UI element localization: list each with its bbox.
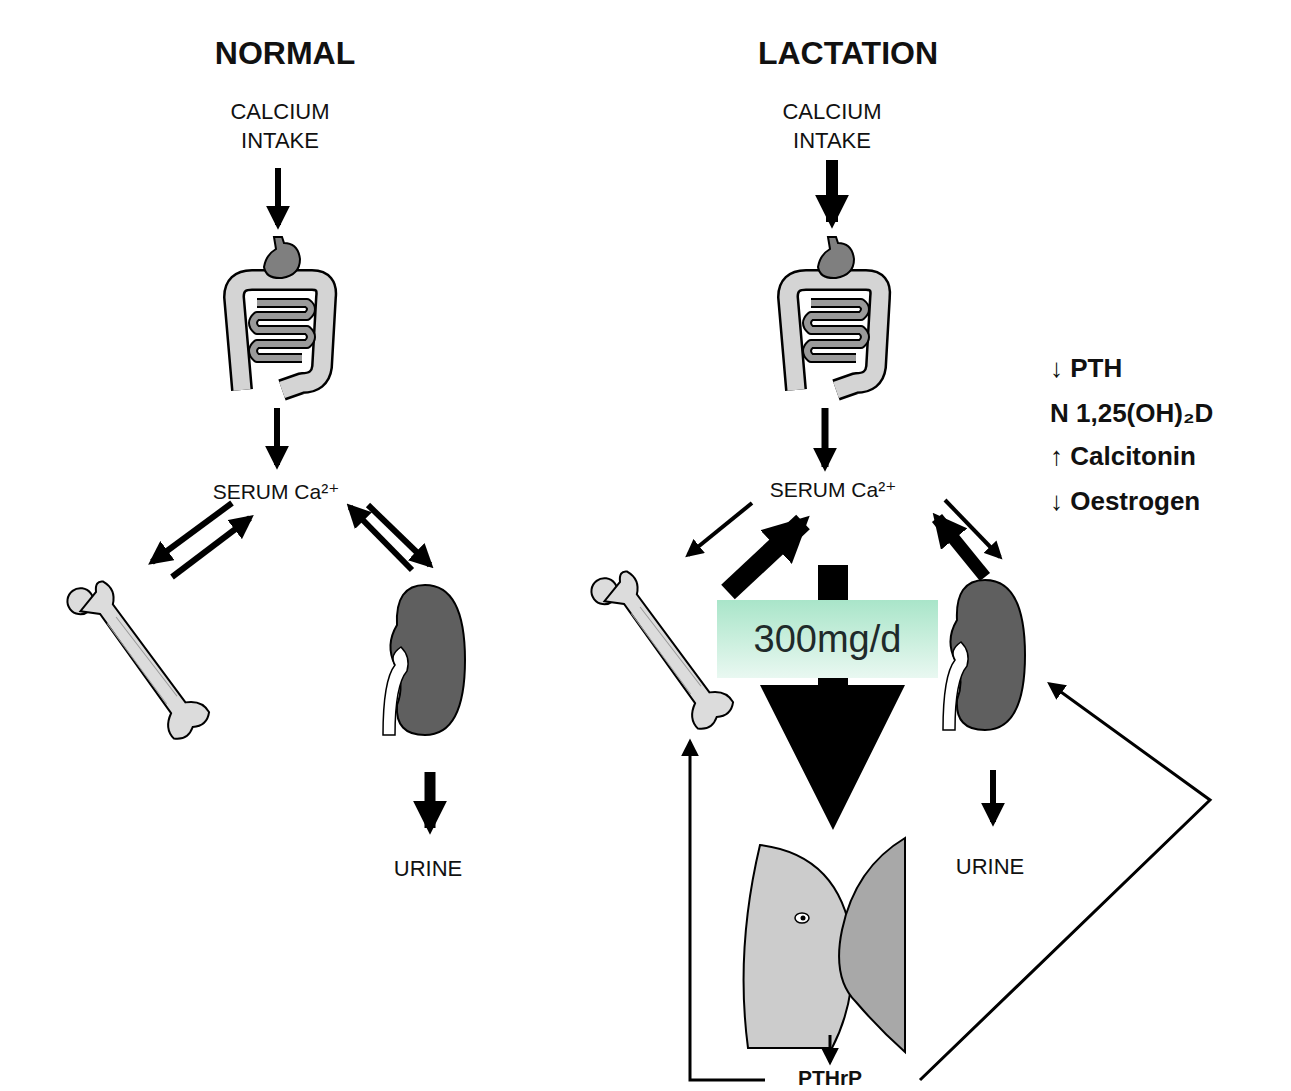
feedback-line xyxy=(690,742,765,1080)
kidney-icon xyxy=(383,585,465,735)
hormone-change: ↓ Oestrogen xyxy=(1050,485,1285,519)
intake-arrow xyxy=(826,160,838,222)
flow-label: CALCIUM INTAKE xyxy=(205,98,355,155)
column-heading: LACTATION xyxy=(698,33,998,75)
flux-amount: 300mg/d xyxy=(754,618,902,661)
gut-icon xyxy=(234,237,326,390)
femur-shape xyxy=(62,569,212,746)
deposition-arrow xyxy=(152,503,232,562)
kidney-icon xyxy=(943,580,1025,730)
pthrp-secretion-arrow xyxy=(829,1035,832,1062)
flow-label: PTHrP xyxy=(770,1064,890,1091)
urine-arrow xyxy=(425,772,436,828)
filtration-arrow xyxy=(368,505,430,565)
resorption-arrow xyxy=(728,522,803,592)
hormone-change: ↓ PTH xyxy=(1050,352,1285,386)
breast-shape xyxy=(839,838,905,1052)
baby-pupil xyxy=(801,916,806,921)
femur-shape xyxy=(586,559,736,736)
intake-arrow xyxy=(275,168,281,225)
bone-icon xyxy=(586,559,736,736)
baby-head xyxy=(744,845,853,1048)
flow-label: URINE xyxy=(930,853,1050,882)
filtration-arrow xyxy=(945,500,1000,557)
hormone-change: ↑ Calcitonin xyxy=(1050,440,1285,474)
bone-icon xyxy=(62,569,212,746)
reabsorption-arrow xyxy=(937,518,985,577)
baby-eye xyxy=(795,913,809,923)
flux-box: 300mg/d xyxy=(717,600,938,678)
absorption-arrow xyxy=(822,408,829,467)
gut-icon xyxy=(788,237,880,390)
flow-label: SERUM Ca²⁺ xyxy=(733,476,933,503)
feedback-line xyxy=(920,684,1210,1080)
hormone-change: N 1,25(OH)₂D xyxy=(1050,397,1285,431)
column-heading: NORMAL xyxy=(155,33,415,75)
flow-label: URINE xyxy=(368,855,488,884)
urine-arrow xyxy=(990,770,996,822)
deposition-arrow xyxy=(688,503,752,555)
flow-label: SERUM Ca²⁺ xyxy=(176,478,376,505)
absorption-arrow xyxy=(274,408,280,465)
flow-label: CALCIUM INTAKE xyxy=(757,98,907,155)
resorption-arrow xyxy=(172,518,250,577)
